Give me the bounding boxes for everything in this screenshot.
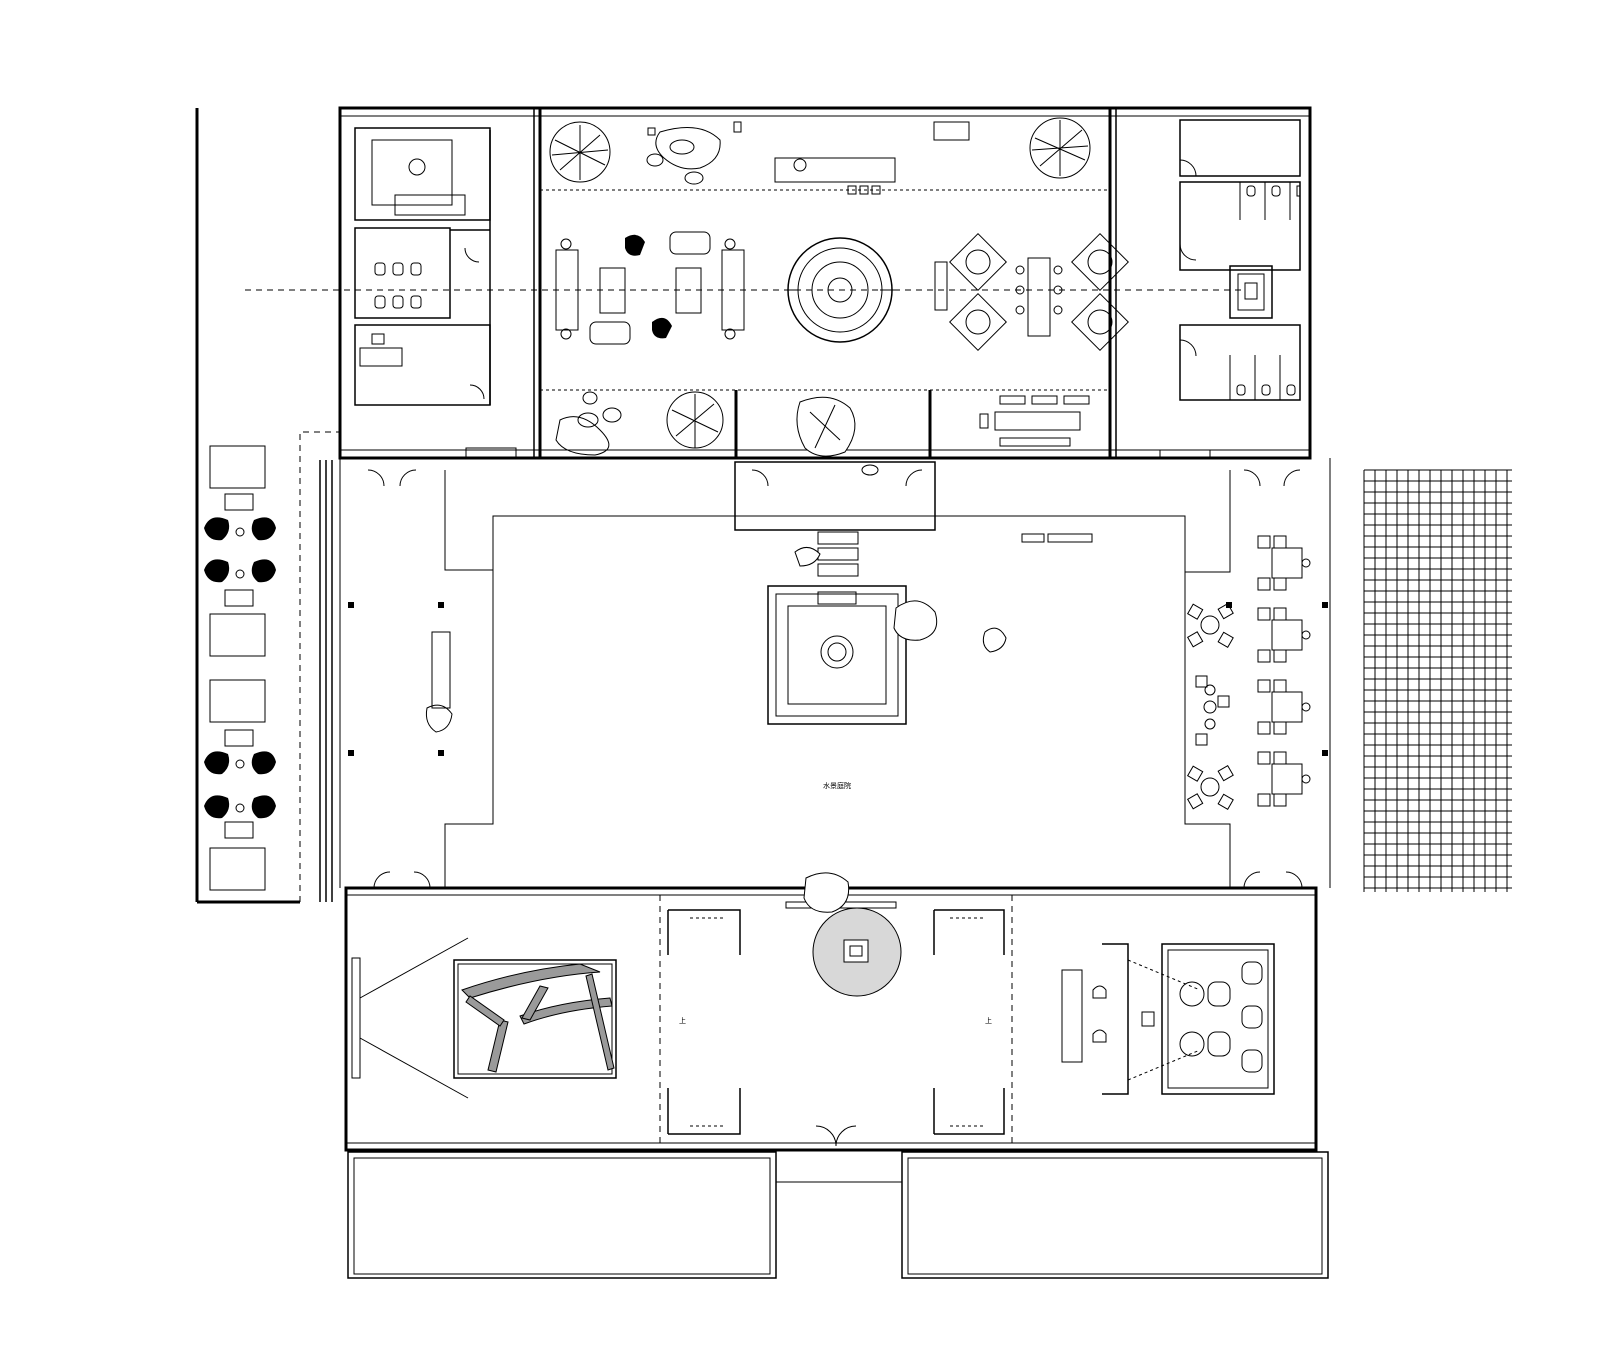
chair-icon: [1186, 764, 1234, 811]
rock-icon: [796, 396, 879, 476]
rock-icon: [425, 704, 453, 733]
dining-area: [934, 233, 1129, 351]
chair-icon: [1186, 602, 1234, 649]
courtyard: 水景庭院: [348, 461, 1328, 889]
west-terrace: [195, 108, 340, 904]
table-icon: [949, 293, 1007, 351]
rock-icon: [893, 600, 938, 641]
table-icon: [949, 233, 1007, 291]
tree-icon: [549, 121, 611, 183]
north-west-offices: [354, 127, 491, 406]
reception-desk: [774, 121, 970, 195]
pebble-seating: [555, 391, 622, 456]
door-swing-icon: [373, 871, 1303, 889]
armchairs: [1207, 961, 1263, 1073]
sofa-group: [555, 231, 745, 345]
table-icon: [1071, 293, 1129, 351]
rock-icon: [803, 872, 850, 913]
tree-icon: [1029, 117, 1091, 179]
grid-paving: [1363, 469, 1512, 892]
north-building: [245, 106, 1312, 460]
sofa-group: [209, 445, 266, 891]
cafe-seating: [1186, 535, 1311, 811]
chair-icon: [1195, 675, 1230, 746]
display-tables: [979, 395, 1090, 447]
rock-icon: [794, 547, 821, 567]
pebble-seating: [646, 121, 742, 185]
table-icon: [1257, 535, 1311, 591]
table-icon: [1257, 751, 1311, 807]
stair-up-label: 上: [985, 1016, 992, 1025]
door-swing-icon: [367, 469, 1301, 487]
lounge-chairs: [204, 517, 276, 819]
round-sofa: [786, 237, 894, 343]
restrooms: [1159, 119, 1301, 459]
meeting-chairs: [374, 262, 422, 309]
table-icon: [1257, 607, 1311, 663]
south-building: 上 上: [344, 872, 1318, 1152]
stair-up-label: 上: [679, 1016, 686, 1025]
table-icon: [1071, 233, 1129, 291]
rock-icon: [982, 627, 1007, 653]
tree-icon: [666, 391, 724, 449]
table-icon: [1257, 679, 1311, 735]
model-roads: [461, 963, 615, 1073]
south-terraces: [347, 1151, 1329, 1279]
courtyard-label: 水景庭院: [823, 781, 851, 790]
